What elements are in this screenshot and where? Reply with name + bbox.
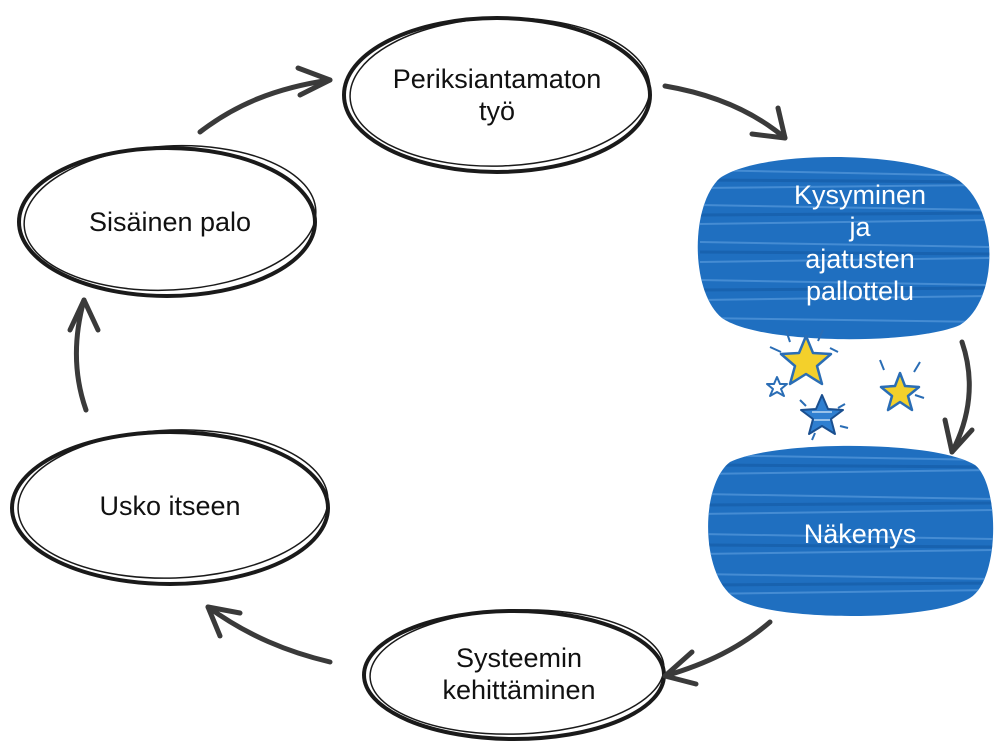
node-kysyminen: Kysyminen ja ajatusten pallottelu: [755, 168, 965, 318]
node-systeemin: Systeemin kehittäminen: [384, 636, 654, 712]
node-kysyminen-line2: ja: [849, 212, 871, 242]
star-icon: [879, 359, 925, 412]
node-systeemin-line2: kehittäminen: [442, 675, 596, 705]
arrow-periksiantamaton-to-kysyminen: [662, 83, 788, 141]
star-icon: [769, 329, 839, 386]
node-periksiantamaton-shape: [342, 16, 652, 174]
node-usko-shape: [10, 429, 330, 586]
arrow-nakemys-to-systeemin: [662, 619, 773, 687]
node-nakemys-shape: [708, 445, 994, 616]
node-kysyminen-shape: [697, 157, 990, 340]
node-nakemys-line1: Näkemys: [803, 519, 917, 549]
node-systeemin-line1: Systeemin: [455, 643, 583, 673]
star-icon: [766, 376, 788, 397]
node-sisainen: Sisäinen palo: [40, 200, 300, 244]
arrow-systeemin-to-usko: [205, 604, 333, 665]
node-periksiantamaton-line2: työ: [478, 96, 516, 126]
arrow-usko-to-sisainen: [67, 297, 101, 413]
node-kysyminen-line3: ajatusten: [805, 244, 915, 274]
node-periksiantamaton: Periksiantamaton työ: [347, 55, 647, 135]
node-sisainen-shape: [17, 144, 317, 298]
node-kysyminen-line1: Kysyminen: [793, 180, 927, 210]
star-icon: [799, 394, 849, 441]
node-usko-line1: Usko itseen: [99, 491, 241, 521]
arrow-sisainen-to-periksiantamaton: [197, 65, 333, 135]
node-sisainen-line1: Sisäinen palo: [88, 207, 252, 237]
node-usko: Usko itseen: [40, 484, 300, 528]
node-kysyminen-line4: pallottelu: [805, 276, 915, 306]
node-nakemys: Näkemys: [760, 512, 960, 556]
arrow-kysyminen-to-nakemys: [942, 339, 975, 455]
node-periksiantamaton-line1: Periksiantamaton: [392, 64, 602, 94]
